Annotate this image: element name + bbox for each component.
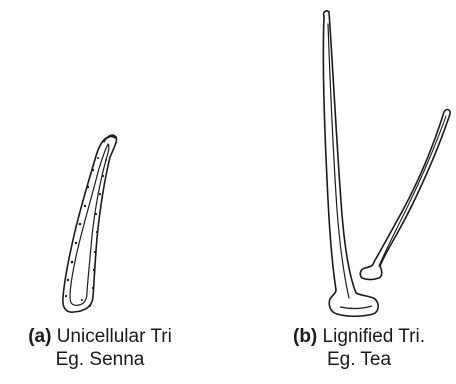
caption-b-tag: (b) xyxy=(293,326,317,347)
trichome-b-short-outer xyxy=(360,110,450,280)
caption-b-example: Eg. Tea xyxy=(262,348,456,371)
caption-a-tag: (a) xyxy=(28,326,51,347)
trichome-b-tall-outer xyxy=(323,11,378,316)
caption-a-line1: (a) Unicellular Tri xyxy=(0,325,200,348)
unicellular-trichome-drawing xyxy=(63,135,117,312)
caption-unicellular: (a) Unicellular Tri Eg. Senna xyxy=(0,325,200,371)
caption-b-line1: (b) Lignified Tri. xyxy=(262,325,456,348)
lignified-trichome-tall-drawing xyxy=(323,11,378,316)
caption-a-example: Eg. Senna xyxy=(0,348,200,371)
caption-b-title: Lignified Tri. xyxy=(323,326,425,347)
caption-a-title: Unicellular Tri xyxy=(57,326,172,347)
lignified-trichome-short-drawing xyxy=(360,110,450,280)
trichome-b-base-marks xyxy=(340,306,372,308)
caption-lignified: (b) Lignified Tri. Eg. Tea xyxy=(262,325,456,371)
